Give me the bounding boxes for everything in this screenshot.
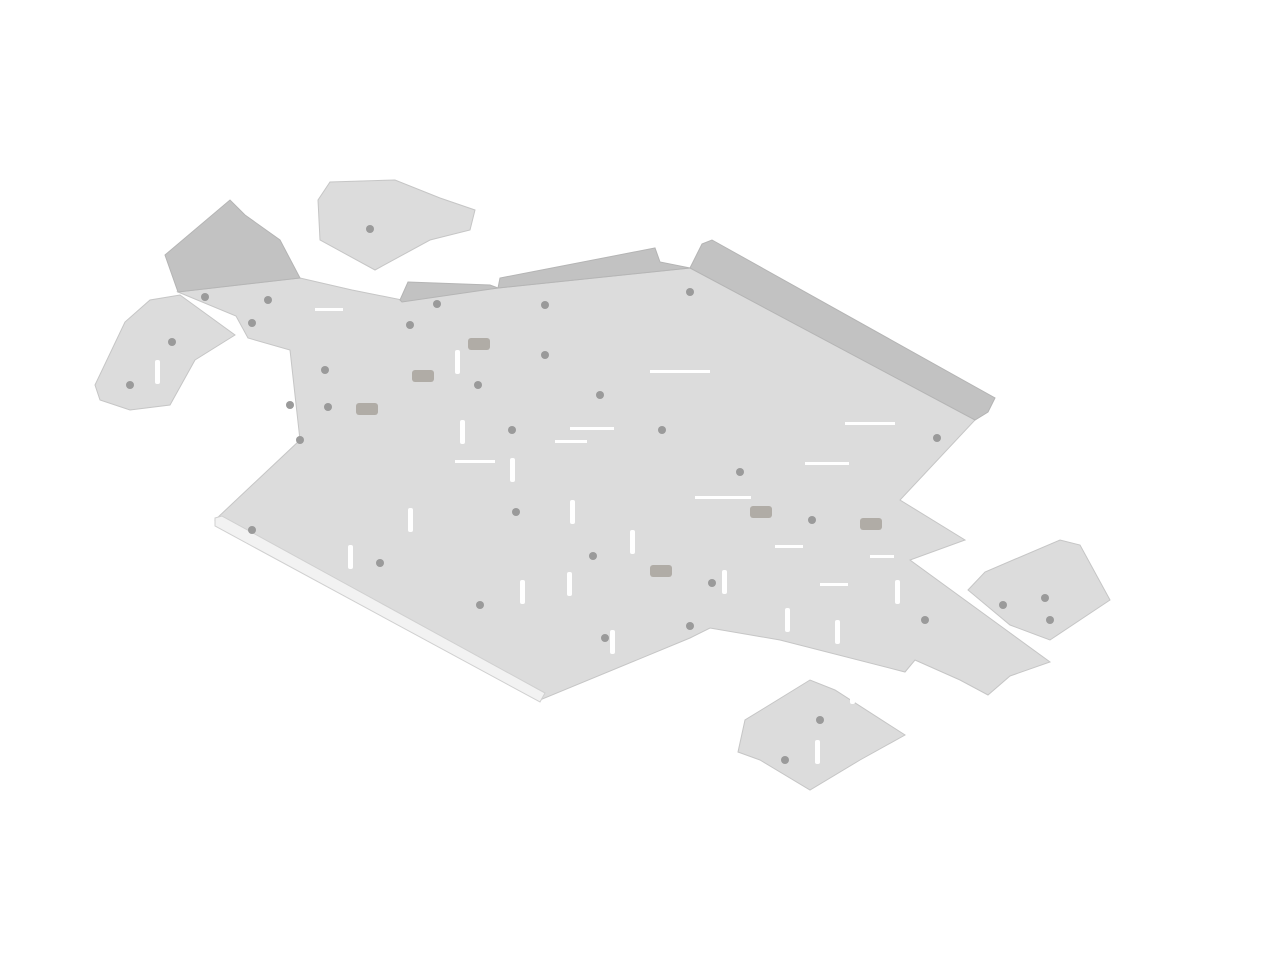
bolt-hole	[933, 434, 941, 442]
bolt-hole	[366, 225, 374, 233]
bolt-hole	[686, 288, 694, 296]
slot	[315, 308, 343, 311]
slot	[570, 500, 575, 524]
bolt-hole	[596, 391, 604, 399]
bolt-hole	[168, 338, 176, 346]
slot	[805, 462, 849, 465]
slot	[870, 555, 894, 558]
left-front-guard	[94, 294, 236, 411]
slot	[835, 620, 840, 644]
mounting-tab	[356, 403, 378, 415]
front-a-arm-guard	[164, 199, 301, 293]
mounting-tab	[412, 370, 434, 382]
bolt-hole	[541, 351, 549, 359]
mounting-tab	[860, 518, 882, 530]
slot	[460, 420, 465, 444]
bolt-hole	[264, 296, 272, 304]
front-flange	[497, 247, 691, 289]
bolt-hole	[658, 426, 666, 434]
bolt-hole	[541, 301, 549, 309]
bolt-hole	[201, 293, 209, 301]
bolt-hole	[708, 579, 716, 587]
left-rail	[214, 515, 546, 703]
slot	[610, 630, 615, 654]
slot	[630, 530, 635, 554]
slot	[815, 740, 820, 764]
slot	[775, 545, 803, 548]
slot	[510, 458, 515, 482]
bolt-hole	[474, 381, 482, 389]
slot	[722, 570, 727, 594]
bolt-hole	[324, 403, 332, 411]
bolt-hole	[248, 319, 256, 327]
slot	[695, 496, 751, 499]
bolt-hole	[433, 300, 441, 308]
bolt-hole	[248, 526, 256, 534]
slot	[785, 608, 790, 632]
slot	[845, 422, 895, 425]
bolt-hole	[589, 552, 597, 560]
bolt-hole	[686, 622, 694, 630]
bolt-hole	[921, 616, 929, 624]
bolt-hole	[321, 366, 329, 374]
bolt-hole	[508, 426, 516, 434]
rear-right-guard	[967, 539, 1111, 641]
slot	[820, 583, 848, 586]
slot	[570, 427, 614, 430]
bolt-hole	[476, 601, 484, 609]
bolt-hole	[781, 756, 789, 764]
slot	[155, 360, 160, 384]
slot	[408, 508, 413, 532]
bolt-hole	[406, 321, 414, 329]
bolt-hole	[296, 436, 304, 444]
bolt-hole	[1046, 616, 1054, 624]
bolt-hole	[601, 634, 609, 642]
bolt-hole	[126, 381, 134, 389]
slot	[455, 460, 495, 463]
bolt-hole	[999, 601, 1007, 609]
mounting-tab	[750, 506, 772, 518]
bolt-hole	[512, 508, 520, 516]
slot	[650, 370, 710, 373]
bolt-hole	[816, 716, 824, 724]
slot	[348, 545, 353, 569]
slot	[555, 440, 587, 443]
mounting-tab	[650, 565, 672, 577]
rear-left-guard	[737, 679, 906, 791]
bolt-hole	[808, 516, 816, 524]
bolt-hole	[286, 401, 294, 409]
front-flange-2	[399, 281, 499, 303]
slot	[567, 572, 572, 596]
slot	[895, 580, 900, 604]
slot	[520, 580, 525, 604]
slot	[455, 350, 460, 374]
mounting-tab	[468, 338, 490, 350]
top-guard	[317, 179, 476, 271]
bolt-hole	[736, 468, 744, 476]
bolt-hole	[1041, 594, 1049, 602]
bolt-hole	[376, 559, 384, 567]
slot	[850, 680, 855, 704]
